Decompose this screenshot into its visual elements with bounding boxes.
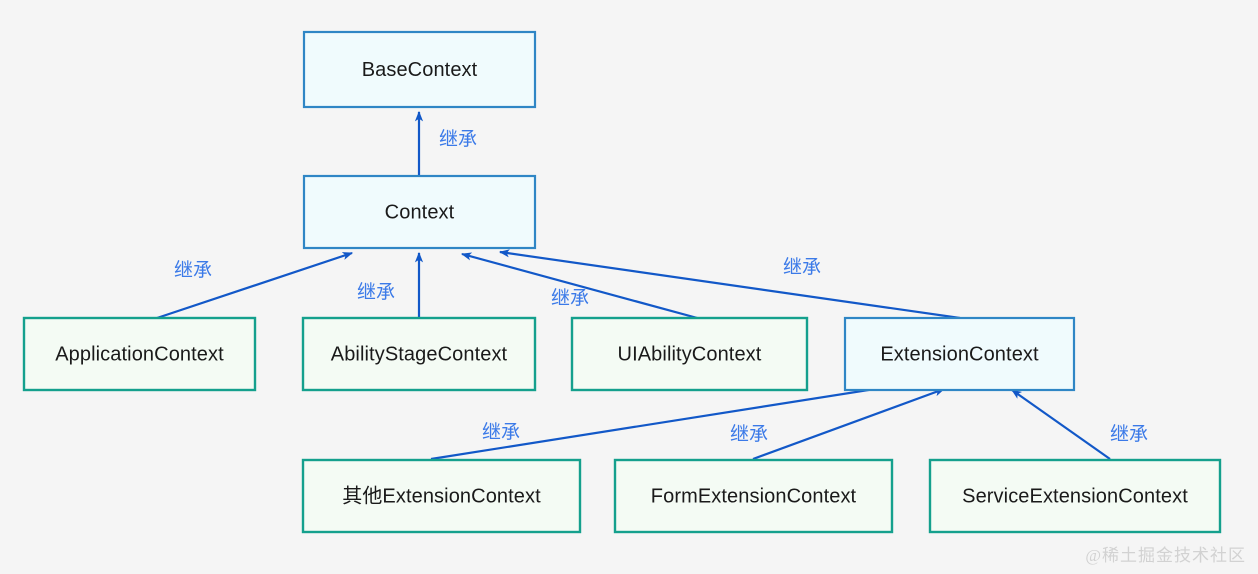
edge-label-app-to-context: 继承 xyxy=(174,259,212,281)
node-label-other: 其他ExtensionContext xyxy=(342,484,541,507)
node-box-app[interactable] xyxy=(22,316,257,392)
node-box-context[interactable] xyxy=(302,174,537,250)
node-box-stage[interactable] xyxy=(301,316,537,392)
edge-label-form-to-extension: 继承 xyxy=(730,423,768,445)
node-form[interactable]: FormExtensionContext xyxy=(613,458,894,534)
node-box-extension[interactable] xyxy=(843,316,1076,392)
node-box-other[interactable] xyxy=(301,458,582,534)
edge-label-service-to-extension: 继承 xyxy=(1110,423,1148,445)
node-label-app: ApplicationContext xyxy=(55,343,224,365)
node-label-uiability: UIAbilityContext xyxy=(618,343,762,365)
node-label-base: BaseContext xyxy=(362,59,478,81)
node-base[interactable]: BaseContext xyxy=(302,30,537,109)
node-label-form: FormExtensionContext xyxy=(651,485,857,507)
edge-labels-layer: 继承继承继承继承继承继承继承继承 xyxy=(174,128,1148,445)
node-stage[interactable]: AbilityStageContext xyxy=(301,316,537,392)
node-label-context: Context xyxy=(385,201,455,223)
inheritance-arrow-uiability-to-context xyxy=(460,252,713,324)
node-app[interactable]: ApplicationContext xyxy=(22,316,257,392)
node-box-form[interactable] xyxy=(613,458,894,534)
edge-label-uiability-to-context: 继承 xyxy=(551,287,589,309)
inheritance-arrow-other-to-extension xyxy=(430,382,902,461)
node-label-extension: ExtensionContext xyxy=(880,343,1039,365)
edge-label-stage-to-context: 继承 xyxy=(357,281,395,303)
edges-layer xyxy=(156,110,1111,461)
node-uiability[interactable]: UIAbilityContext xyxy=(570,316,809,392)
inheritance-arrow-app-to-context xyxy=(156,251,354,320)
inheritance-arrow-form-to-extension xyxy=(752,387,946,461)
node-other[interactable]: 其他ExtensionContext xyxy=(301,458,582,534)
edge-label-other-to-extension: 继承 xyxy=(482,421,520,443)
node-box-service[interactable] xyxy=(928,458,1222,534)
inheritance-arrow-service-to-extension xyxy=(1011,389,1111,460)
node-label-stage: AbilityStageContext xyxy=(331,343,508,365)
node-extension[interactable]: ExtensionContext xyxy=(843,316,1076,392)
node-service[interactable]: ServiceExtensionContext xyxy=(928,458,1222,534)
node-box-uiability[interactable] xyxy=(570,316,809,392)
node-box-base[interactable] xyxy=(302,30,537,109)
edge-label-extension-to-context: 继承 xyxy=(783,256,821,278)
node-label-service: ServiceExtensionContext xyxy=(962,485,1188,507)
watermark: @稀土掘金技术社区 xyxy=(1085,546,1246,565)
inheritance-arrow-extension-to-context xyxy=(498,249,961,320)
edge-label-context-to-base: 继承 xyxy=(439,128,477,150)
node-context[interactable]: Context xyxy=(302,174,537,250)
